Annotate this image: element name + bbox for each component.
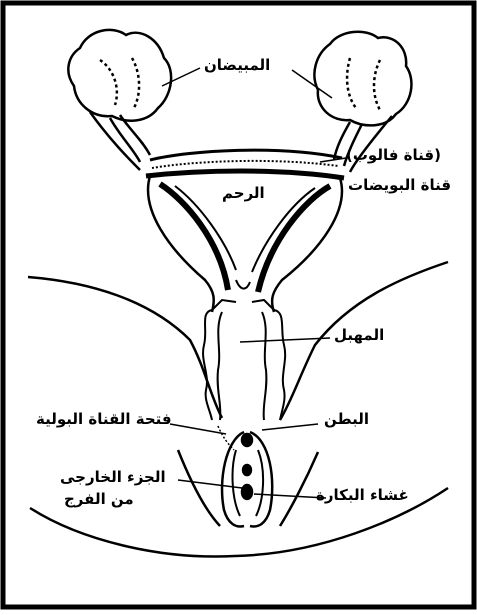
label-oviducts: قناة البويضات (348, 178, 451, 193)
label-hymen: غشاء البكارة (316, 488, 409, 503)
label-external-part-line1: الجزء الخارجى (60, 470, 166, 485)
label-external-part-line2: من الفرج (64, 492, 134, 507)
diagram-border (3, 3, 474, 607)
label-urethral-opening: فتحة القناة البولية (36, 412, 172, 427)
label-ovaries: المبيضان (204, 58, 270, 73)
left-ovary (68, 30, 171, 170)
label-abdomen: البطن (324, 412, 369, 427)
vulva (218, 426, 272, 526)
label-uterus: الرحم (222, 186, 265, 201)
label-vagina: المهبل (334, 328, 384, 343)
uterus (146, 150, 344, 312)
label-fallopian-tube: (قناة فالوب) (346, 148, 441, 163)
